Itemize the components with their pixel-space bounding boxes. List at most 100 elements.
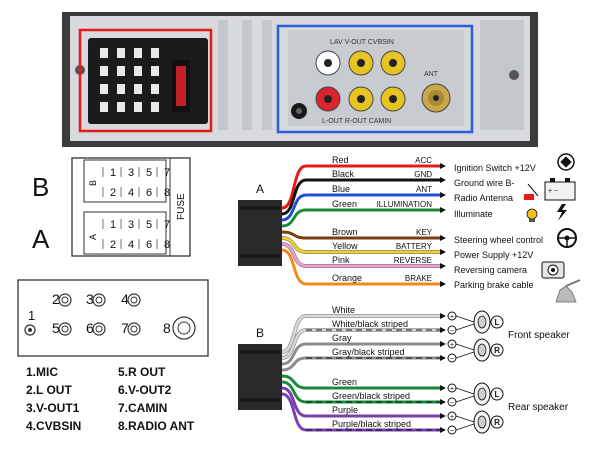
wire-b-purple-black-striped: [281, 392, 440, 432]
jack-hole: [95, 325, 103, 333]
wire-a-function: BATTERY: [396, 242, 433, 251]
wire-b-arrow: [440, 327, 446, 333]
speaker-cone: [477, 415, 487, 429]
socket-pin: [117, 66, 125, 76]
channel-badge: [490, 343, 504, 357]
iso-pin-number: 3: [128, 219, 134, 231]
socket-pin: [151, 102, 159, 112]
jack-hole: [61, 325, 69, 333]
polarity-sign: +: [450, 342, 454, 349]
socket-pin: [134, 84, 142, 94]
antenna-icon: [524, 183, 539, 200]
polarity-lead: [455, 343, 475, 351]
wire-b-gray: [281, 342, 440, 366]
back-panel: LAV V-OUT CVBSIN L-OUT R-OUT CAMIN ANT: [62, 12, 538, 147]
iso-pin-number: 2: [110, 239, 116, 251]
channel-letter: R: [494, 346, 500, 355]
wire-b-purple: [281, 386, 440, 418]
iso-pin-number: 4: [128, 187, 134, 199]
jack-circle: [127, 322, 141, 336]
rca-block: LAV V-OUT CVBSIN L-OUT R-OUT CAMIN ANT: [288, 30, 464, 126]
speaker-cone: [477, 315, 487, 329]
wire-a-color-name: Green: [332, 199, 357, 209]
legend-right-3: 7.CAMIN: [118, 401, 167, 415]
battery-icon: + −: [544, 178, 576, 201]
jack-hole: [28, 328, 32, 332]
wire-a-target: Reversing camera: [454, 265, 527, 275]
jack-circle: [92, 293, 106, 307]
iso-pin-number: 3: [128, 167, 134, 179]
socket-pin: [117, 48, 125, 58]
jack-circle: [92, 322, 106, 336]
wire-a-color-name: Orange: [332, 273, 362, 283]
rca-white-jack: [315, 50, 341, 76]
legend-left-2: 2.L OUT: [26, 383, 72, 397]
rca-yellow-jack-4: [380, 86, 406, 112]
bulb-icon: [526, 208, 538, 222]
wire-a-orange: [281, 248, 440, 286]
polarity-lead: [455, 395, 475, 403]
parking-brake-icon: [555, 279, 581, 303]
wire-a-arrow: [440, 163, 446, 169]
wire-a-arrow: [440, 263, 446, 269]
jack-circle: [58, 322, 72, 336]
wire-a-brown: [281, 230, 440, 240]
screw-right: [509, 70, 519, 80]
wire-a-black: [281, 178, 440, 216]
legend-left-1: 1.MIC: [26, 365, 58, 379]
wire-a-function: BRAKE: [405, 274, 432, 283]
ignition-key-icon: [557, 153, 575, 171]
wire-b-color-name: Green/black striped: [332, 391, 410, 401]
wire-a-color-name: Pink: [332, 255, 350, 265]
wire-a-arrow: [440, 235, 446, 241]
mic-jack: [291, 103, 307, 119]
legend-left-4: 4.CVBSIN: [26, 419, 81, 433]
legend-right-2: 6.V-OUT2: [118, 383, 172, 397]
iso-socket-photo: [88, 38, 208, 124]
channel-letter: L: [495, 318, 500, 327]
panel-bottom-text: L-OUT R-OUT CAMIN: [322, 118, 391, 125]
jack-circle: [24, 324, 36, 336]
polarity-sign: +: [450, 314, 454, 321]
socket-pin: [151, 84, 159, 94]
polarity-lead: [455, 323, 475, 331]
polarity-lead: [455, 415, 475, 423]
iso-pin-number: 8: [164, 187, 170, 199]
jack-hole: [95, 296, 103, 304]
wire-b-arrow: [440, 355, 446, 361]
socket-pin: [100, 66, 108, 76]
jack-number: 4: [121, 291, 129, 307]
wire-b-gray-black-striped: [281, 356, 440, 372]
panel-top-text: LAV V-OUT CVBSIN: [330, 39, 394, 46]
iso-pin-number: 6: [146, 239, 152, 251]
jack-legend: 1.MIC 2.L OUT 3.V-OUT1 4.CVBSIN 5.R OUT …: [26, 365, 195, 433]
iso-b-block: [83, 159, 167, 203]
jack-number: 2: [52, 291, 60, 307]
wire-b-color-name: Gray: [332, 333, 352, 343]
wire-b-color-name: White/black striped: [332, 319, 408, 329]
jack-number: 6: [86, 320, 94, 336]
legend-left-3: 3.V-OUT1: [26, 401, 80, 415]
wire-b-color-name: Green: [332, 377, 357, 387]
jack-hole: [130, 325, 138, 333]
iso-pin-number: 7: [164, 167, 170, 179]
wire-b-arrow: [440, 413, 446, 419]
speaker-label: Front speaker: [508, 330, 570, 341]
socket-pin: [117, 84, 125, 94]
jack-hole: [61, 296, 69, 304]
polarity-sign: −: [450, 400, 454, 407]
connector-b-label: B: [32, 172, 49, 202]
wire-a-function: ILLUMINATION: [377, 200, 433, 209]
wire-a-target: Radio Antenna: [454, 193, 513, 203]
socket-pin: [100, 84, 108, 94]
socket-pin: [134, 102, 142, 112]
wire-a-color-name: Black: [332, 169, 355, 179]
wire-a-target: Power Supply +12V: [454, 250, 533, 260]
wire-b-color-name: Gray/black striped: [332, 347, 405, 357]
wire-a-target: Ignition Switch +12V: [454, 163, 536, 173]
svg-text:+ −: + −: [548, 188, 558, 195]
